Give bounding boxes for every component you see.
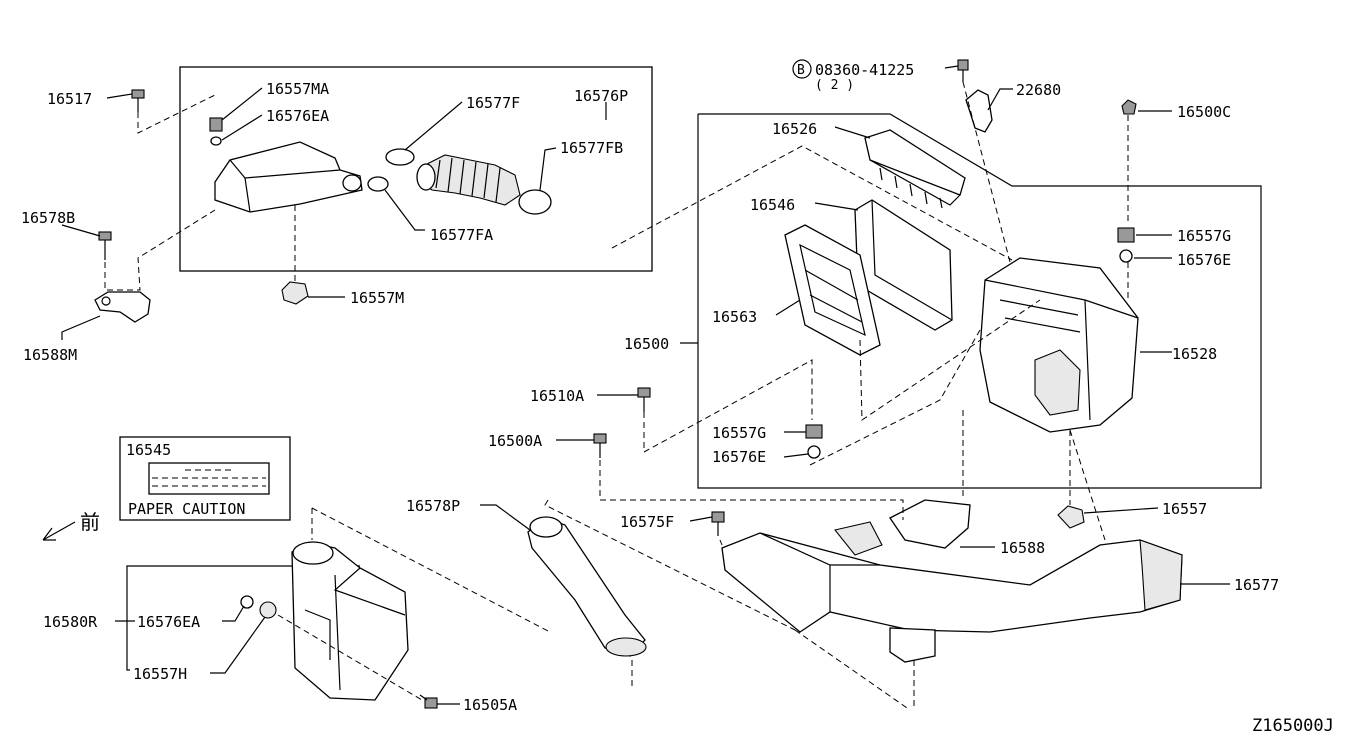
- label-16557M: 16557M: [350, 289, 404, 307]
- sensor-22680: [965, 89, 993, 133]
- intake-hose: [416, 154, 521, 206]
- case-upper-16563: [784, 224, 881, 356]
- front-arrow-icon: [42, 521, 76, 541]
- bolt-08360: [957, 59, 969, 82]
- label-16557H: 16557H: [133, 665, 187, 683]
- grommet-16557G-bottom: [805, 424, 823, 439]
- label-16545-box: [119, 436, 291, 521]
- collar-16576E-bottom: [807, 445, 821, 459]
- leader-lines: [61, 65, 1230, 705]
- label-16563: 16563: [712, 308, 757, 326]
- label-bolt-code: 08360-41225: [815, 61, 914, 79]
- label-16500C: 16500C: [1177, 103, 1231, 121]
- grommet-16557: [1057, 505, 1085, 529]
- diagram-code: Z165000J: [1252, 716, 1334, 736]
- label-16526: 16526: [772, 120, 817, 138]
- bracket-16588: [889, 499, 971, 549]
- label-16576P: 16576P: [574, 87, 628, 105]
- circled-b-icon: [792, 59, 812, 79]
- label-16500A: 16500A: [488, 432, 542, 450]
- grommet-16557MA: [209, 117, 223, 132]
- air-inlet-duct-upper: [214, 141, 363, 213]
- bolt-16505A: [419, 694, 438, 709]
- label-bolt-qty: ( 2 ): [815, 78, 854, 93]
- grommet-16557M: [281, 281, 309, 305]
- label-16576EA-bottom: 16576EA: [137, 613, 200, 631]
- label-16576E-bottom: 16576E: [712, 448, 766, 466]
- label-16557G-top: 16557G: [1177, 227, 1231, 245]
- duct-16578P: [527, 516, 647, 657]
- label-22680: 22680: [1016, 81, 1061, 99]
- circled-b-letter: B: [797, 63, 805, 78]
- clamp-16577FB: [518, 189, 552, 215]
- bolt-16517: [131, 89, 145, 112]
- label-16577FB: 16577FB: [560, 139, 623, 157]
- label-16500: 16500: [624, 335, 669, 353]
- collar-16576EA-bottom: [240, 595, 254, 609]
- upper-duct-group-box: [179, 66, 653, 272]
- part-labels: 16517 16557MA 16576EA 16577F 16576P 1657…: [21, 61, 1334, 736]
- resonator-16580R: [291, 541, 409, 701]
- air-cleaner-group-box: [697, 113, 1262, 489]
- label-16577FA: 16577FA: [430, 226, 493, 244]
- label-16576EA-top: 16576EA: [266, 107, 329, 125]
- label-16588M: 16588M: [23, 346, 77, 364]
- label-16546: 16546: [750, 196, 795, 214]
- bolt-16578B: [98, 231, 112, 260]
- label-16545: 16545: [126, 441, 171, 459]
- grommet-16557H: [259, 601, 277, 619]
- label-16517: 16517: [47, 90, 92, 108]
- label-16575F: 16575F: [620, 513, 674, 531]
- collar-16576EA-top: [210, 136, 222, 146]
- label-16578B: 16578B: [21, 209, 75, 227]
- label-16505A: 16505A: [463, 696, 517, 714]
- filter-16526: [864, 129, 966, 209]
- front-mark: 前: [80, 510, 100, 534]
- air-cleaner-body-16528: [979, 257, 1139, 433]
- bracket-16588M: [94, 291, 151, 323]
- clamp-16577FA: [367, 176, 389, 192]
- label-16578P: 16578P: [406, 497, 460, 515]
- clamp-16577F: [385, 148, 415, 166]
- label-16576E-top: 16576E: [1177, 251, 1231, 269]
- label-16588: 16588: [1000, 539, 1045, 557]
- label-16577F: 16577F: [466, 94, 520, 112]
- clip-16575F: [711, 511, 725, 536]
- dashed-guides: [104, 81, 1129, 711]
- label-16510A: 16510A: [530, 387, 584, 405]
- label-16557: 16557: [1162, 500, 1207, 518]
- label-16557G-bottom: 16557G: [712, 424, 766, 442]
- label-16577: 16577: [1234, 576, 1279, 594]
- label-16580R: 16580R: [43, 613, 98, 631]
- nut-16500C: [1121, 99, 1137, 115]
- label-16528: 16528: [1172, 345, 1217, 363]
- bolt-16500A: [593, 433, 607, 458]
- label-paper-caution: PAPER CAUTION: [128, 500, 245, 518]
- grommet-16557G-top: [1117, 227, 1135, 243]
- reservoir-bracket-line: [126, 565, 360, 671]
- collar-16576E-top: [1119, 249, 1133, 263]
- bolt-16510A: [637, 387, 651, 412]
- lower-duct-16577: [721, 521, 1183, 663]
- label-16545-drawing: [148, 462, 270, 495]
- label-16557MA: 16557MA: [266, 80, 329, 98]
